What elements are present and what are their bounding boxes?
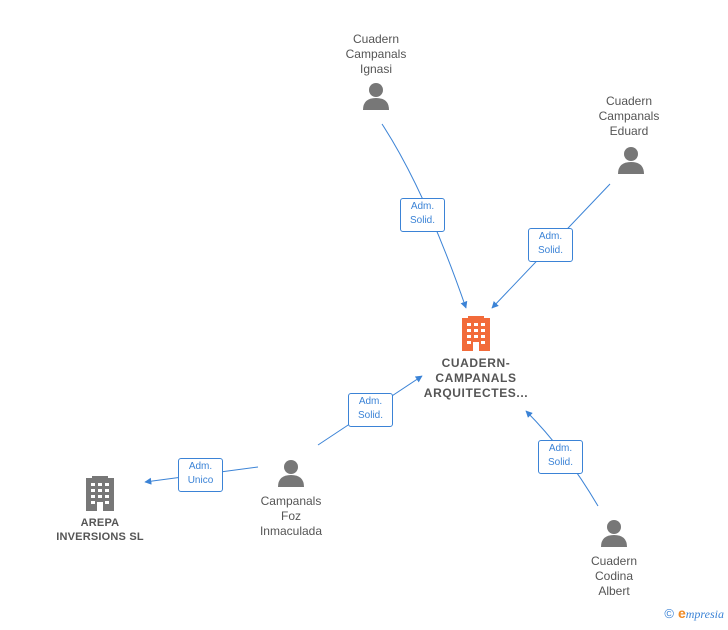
node-person-ignasi[interactable]: Cuadern Campanals Ignasi <box>326 32 426 111</box>
node-person-inmaculada[interactable]: Campanals Foz Inmaculada <box>241 458 341 539</box>
copyright-icon: © <box>664 606 674 621</box>
company-name-arepa: AREPA INVERSIONS SL <box>56 517 144 543</box>
edge-label-inmaculada-arepa: Adm. Unico <box>178 458 223 492</box>
building-icon <box>462 316 490 351</box>
person-name-eduard: Cuadern Campanals Eduard <box>598 94 660 138</box>
node-person-eduard[interactable]: Cuadern Campanals Eduard <box>579 94 679 175</box>
person-name-albert: Cuadern Codina Albert <box>590 554 638 598</box>
person-name-ignasi: Cuadern Campanals Ignasi <box>345 32 407 76</box>
edge-label-inmaculada-center: Adm. Solid. <box>348 393 393 427</box>
edge-label-albert-center: Adm. Solid. <box>538 440 583 474</box>
node-company-arepa[interactable]: AREPA INVERSIONS SL <box>40 476 160 544</box>
person-icon <box>601 520 627 547</box>
brand-logo-initial: e <box>677 605 686 621</box>
node-person-albert[interactable]: Cuadern Codina Albert <box>564 518 664 599</box>
node-center-company[interactable]: CUADERN- CAMPANALS ARQUITECTES... <box>406 316 546 401</box>
person-icon <box>618 147 644 174</box>
brand-footer: ©empresia <box>664 605 724 622</box>
person-icon <box>363 83 389 110</box>
person-icon <box>278 460 304 487</box>
brand-logo-text: mpresia <box>685 607 724 621</box>
building-icon <box>86 476 114 511</box>
center-company-name: CUADERN- CAMPANALS ARQUITECTES... <box>423 356 529 400</box>
edge-label-eduard-center: Adm. Solid. <box>528 228 573 262</box>
edge-label-ignasi-center: Adm. Solid. <box>400 198 445 232</box>
person-name-inmaculada: Campanals Foz Inmaculada <box>259 494 323 538</box>
